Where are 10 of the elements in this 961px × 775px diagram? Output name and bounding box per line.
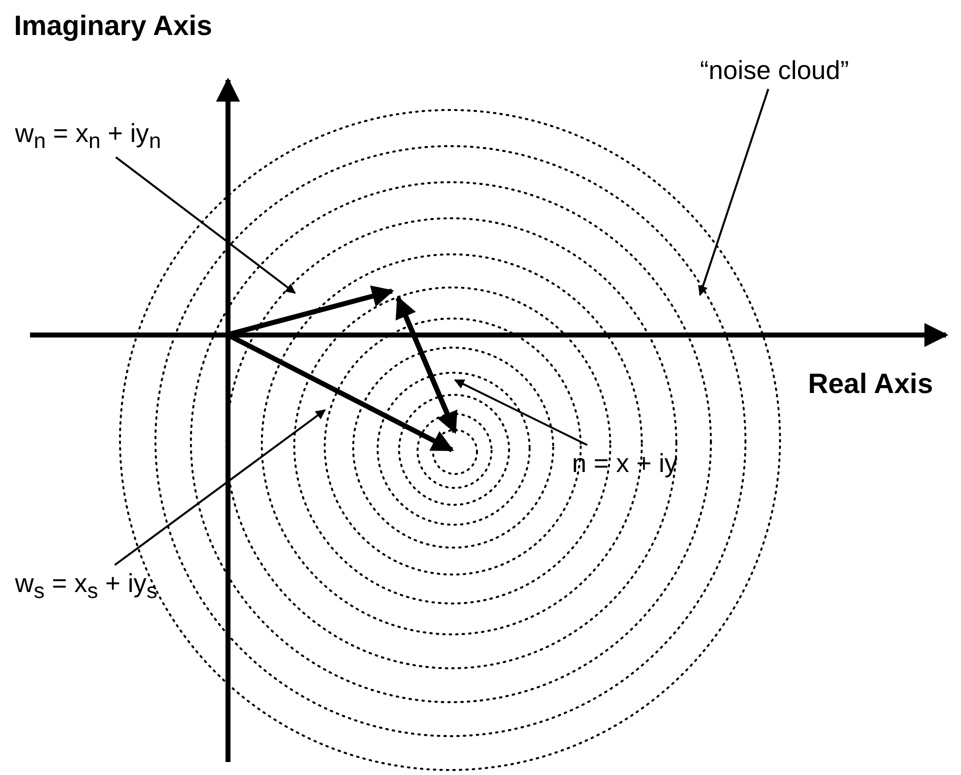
leader-line bbox=[698, 88, 770, 296]
leader-line bbox=[114, 409, 326, 566]
equation-label: “noise cloud” bbox=[700, 55, 849, 86]
axis-label: Real Axis bbox=[808, 368, 934, 400]
equation-label: n = x + iy bbox=[572, 448, 678, 479]
leader-line bbox=[454, 379, 588, 446]
equation-label: w$_{s}$ = x$_{s}$ + iy$_{s}$ bbox=[15, 568, 158, 604]
leader-line bbox=[115, 156, 296, 294]
axis-label: Imaginary Axis bbox=[14, 10, 212, 42]
equation-label: w$_{n}$ = x$_{n}$ + iy$_{n}$ bbox=[15, 118, 161, 154]
